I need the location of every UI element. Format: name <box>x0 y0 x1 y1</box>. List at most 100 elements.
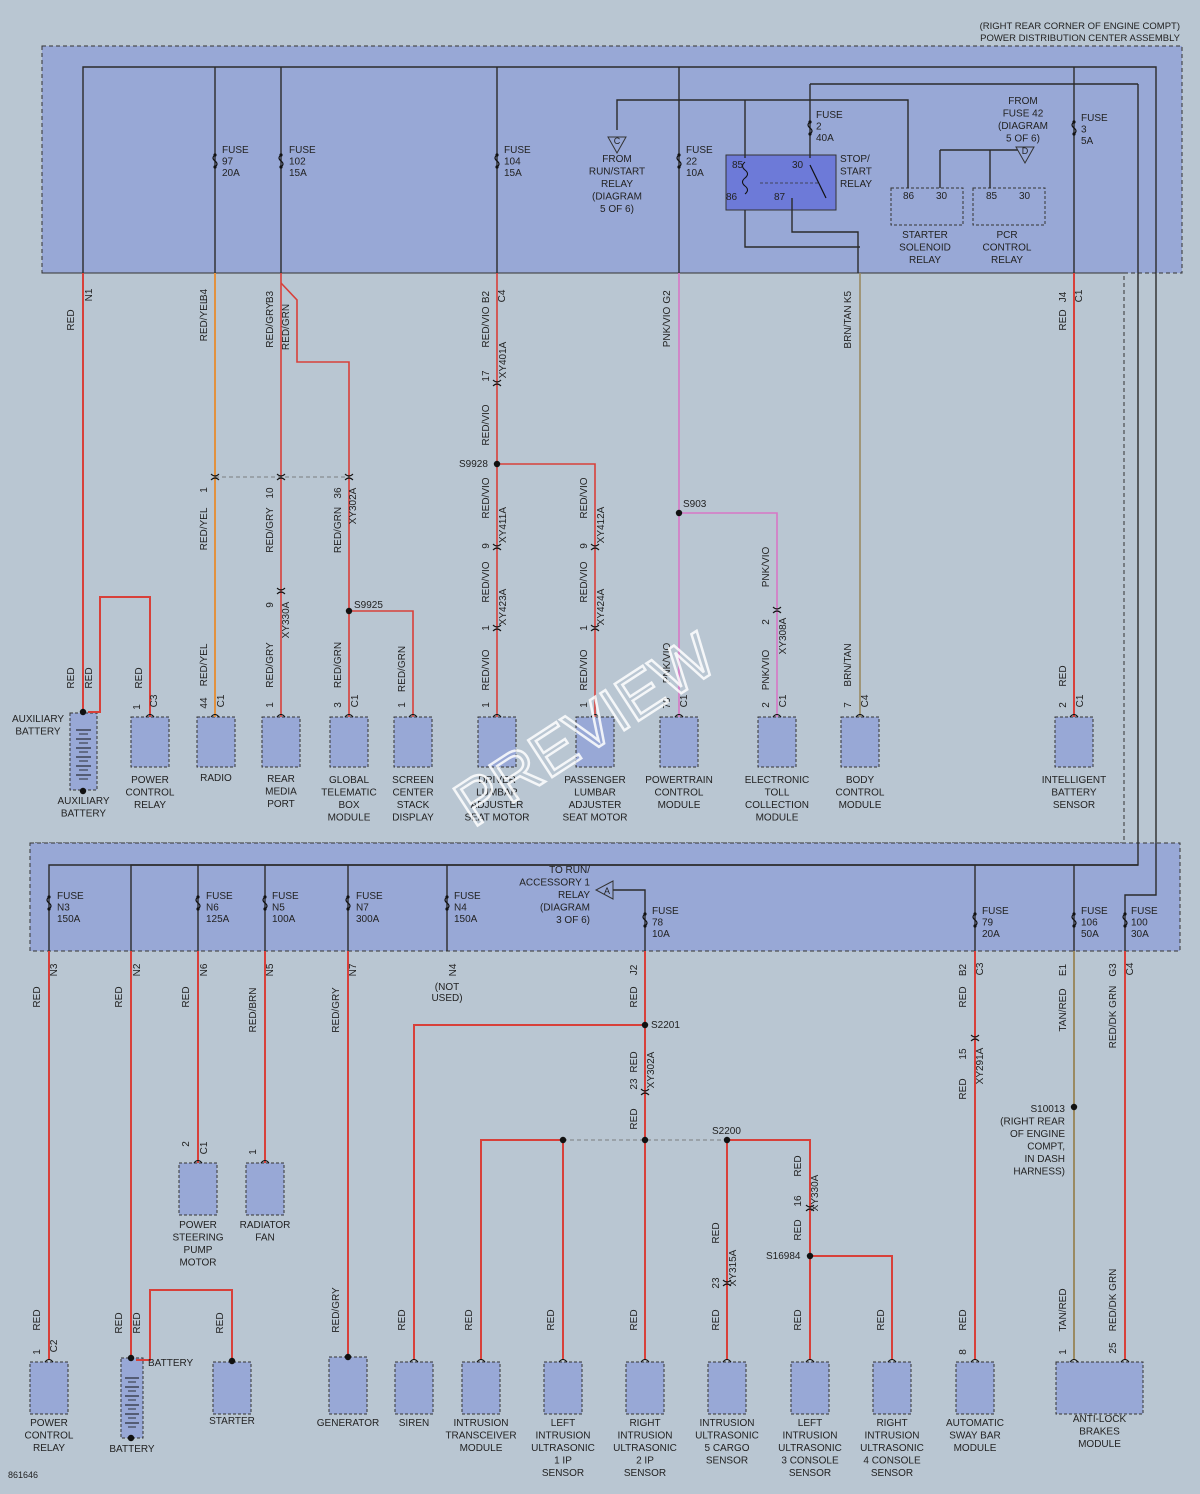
component-label-pla: SEAT MOTOR <box>562 813 627 824</box>
connector-icon <box>970 1034 980 1042</box>
wire-label: RED <box>711 1309 722 1330</box>
fuse-icon <box>1071 121 1077 135</box>
component-label-lus3: 3 CONSOLE <box>781 1456 839 1467</box>
wire-label: RED/VIO <box>481 561 492 602</box>
component-label-rus4: INTRUSION <box>865 1431 920 1442</box>
splice-s903 <box>675 509 683 517</box>
ref-label: FROM <box>602 154 631 165</box>
component-label-abm: MODULE <box>1078 1439 1121 1450</box>
connector-icon <box>590 543 600 551</box>
ref-label: RELAY <box>601 179 633 190</box>
component-label-pcm: MODULE <box>658 800 701 811</box>
fuse-label: FUSE <box>982 906 1009 917</box>
pin-icon <box>590 713 600 718</box>
relay-stopstart <box>725 154 837 211</box>
wire-label: XY424A <box>596 588 607 625</box>
fuse-label: 15A <box>504 168 522 179</box>
ref-label: 5 OF 6) <box>1006 134 1040 145</box>
wire-label: RED/GRY <box>265 507 276 553</box>
wire-label: B3 <box>265 290 276 303</box>
component-label-asbm: AUTOMATIC <box>946 1418 1004 1429</box>
component-label-battery: BATTERY <box>109 1444 155 1455</box>
fuse-terminal <box>47 895 51 899</box>
fuse-terminal <box>213 153 217 157</box>
component-label-rfan: FAN <box>255 1233 274 1244</box>
wire-label: XY423A <box>498 588 509 625</box>
component-label-gtbm: GLOBAL <box>329 775 369 786</box>
bus-wire <box>82 66 1157 951</box>
component-label-itm: TRANSCEIVER <box>445 1431 516 1442</box>
pin-icon <box>344 713 354 718</box>
fuse-terminal <box>263 907 267 911</box>
relay-pin: 85 <box>732 160 744 171</box>
wire-label: 1 <box>199 487 210 493</box>
wire-label: RED <box>132 1312 143 1333</box>
wire-label: C4 <box>1125 962 1136 975</box>
ref-triangle-icon <box>607 136 627 155</box>
fuse-label: 20A <box>982 929 1000 940</box>
component-label-etc: MODULE <box>756 813 799 824</box>
wire-label: RED <box>1058 309 1069 330</box>
wire-label: TAN/RED <box>1058 988 1069 1031</box>
fuse-label: N6 <box>206 903 219 914</box>
fuse-label: 2 <box>816 122 822 133</box>
wire-label: RED <box>1058 665 1069 686</box>
component-label-rus2: INTRUSION <box>618 1431 673 1442</box>
pin-icon <box>409 1358 419 1363</box>
splice-label: IN DASH <box>1024 1154 1065 1165</box>
ref-letter: D <box>1022 146 1029 156</box>
component-label-starter: STARTER <box>209 1416 255 1427</box>
component-label-ius5: 5 CARGO <box>704 1443 749 1454</box>
fuse-label: FUSE <box>504 145 531 156</box>
fuse-label: 10A <box>652 929 670 940</box>
wire-label: XY315A <box>728 1249 739 1286</box>
fuse-label: FUSE <box>356 891 383 902</box>
component-label-psp: POWER <box>179 1220 217 1231</box>
component-lus1 <box>543 1361 583 1415</box>
wire-label: 9 <box>265 602 276 608</box>
fuse-icon <box>345 896 351 910</box>
wire-label: RED/GRN <box>397 646 408 692</box>
wire-label: N5 <box>265 963 276 976</box>
wire-label: XY401A <box>498 341 509 378</box>
fuse-terminal <box>279 165 283 169</box>
not-used-label: (NOT <box>435 982 459 993</box>
wire-label: RED <box>629 1108 640 1129</box>
component-label-itm: INTRUSION <box>454 1418 509 1429</box>
pin-icon <box>476 1358 486 1363</box>
pin-label: 1 <box>397 702 408 708</box>
wire-label: BRN/TAN <box>843 305 854 348</box>
component-rus2 <box>625 1361 665 1415</box>
component-label-psp: PUMP <box>184 1245 213 1256</box>
component-label-pcr1: RELAY <box>134 800 166 811</box>
wire-label: C3 <box>975 962 986 975</box>
pin-icon <box>492 713 502 718</box>
component-label-siren: SIREN <box>399 1418 430 1429</box>
fuse-terminal <box>346 895 350 899</box>
component-etc <box>757 716 797 768</box>
wire-label: RED <box>114 1312 125 1333</box>
component-label-lus1: INTRUSION <box>536 1431 591 1442</box>
fuse-label: FUSE <box>206 891 233 902</box>
wire-label: 1 <box>32 1349 43 1355</box>
pin-label: 3 <box>333 702 344 708</box>
fuse-label: N3 <box>57 903 70 914</box>
wire-label: PNK/VIO <box>761 650 772 691</box>
component-label-dla: ADJUSTER <box>471 800 524 811</box>
relay-pin: 30 <box>792 160 804 171</box>
wire-label: RED <box>215 1312 226 1333</box>
fuse-terminal <box>643 912 647 916</box>
component-starter <box>212 1361 252 1415</box>
ref-label: RUN/START <box>589 167 645 178</box>
splice-s2200 <box>723 1136 731 1144</box>
component-label-auxbat: BATTERY <box>15 727 61 738</box>
component-label-bcm: BODY <box>846 775 875 786</box>
component-label-radio: RADIO <box>200 773 232 784</box>
relay-pin: 30 <box>936 191 948 202</box>
component-label-scsd: STACK <box>397 800 430 811</box>
relay-starter <box>890 187 964 226</box>
wire-label: N1 <box>84 288 95 301</box>
fuse-label: 79 <box>982 918 994 929</box>
relay-label: SOLENOID <box>899 243 951 254</box>
